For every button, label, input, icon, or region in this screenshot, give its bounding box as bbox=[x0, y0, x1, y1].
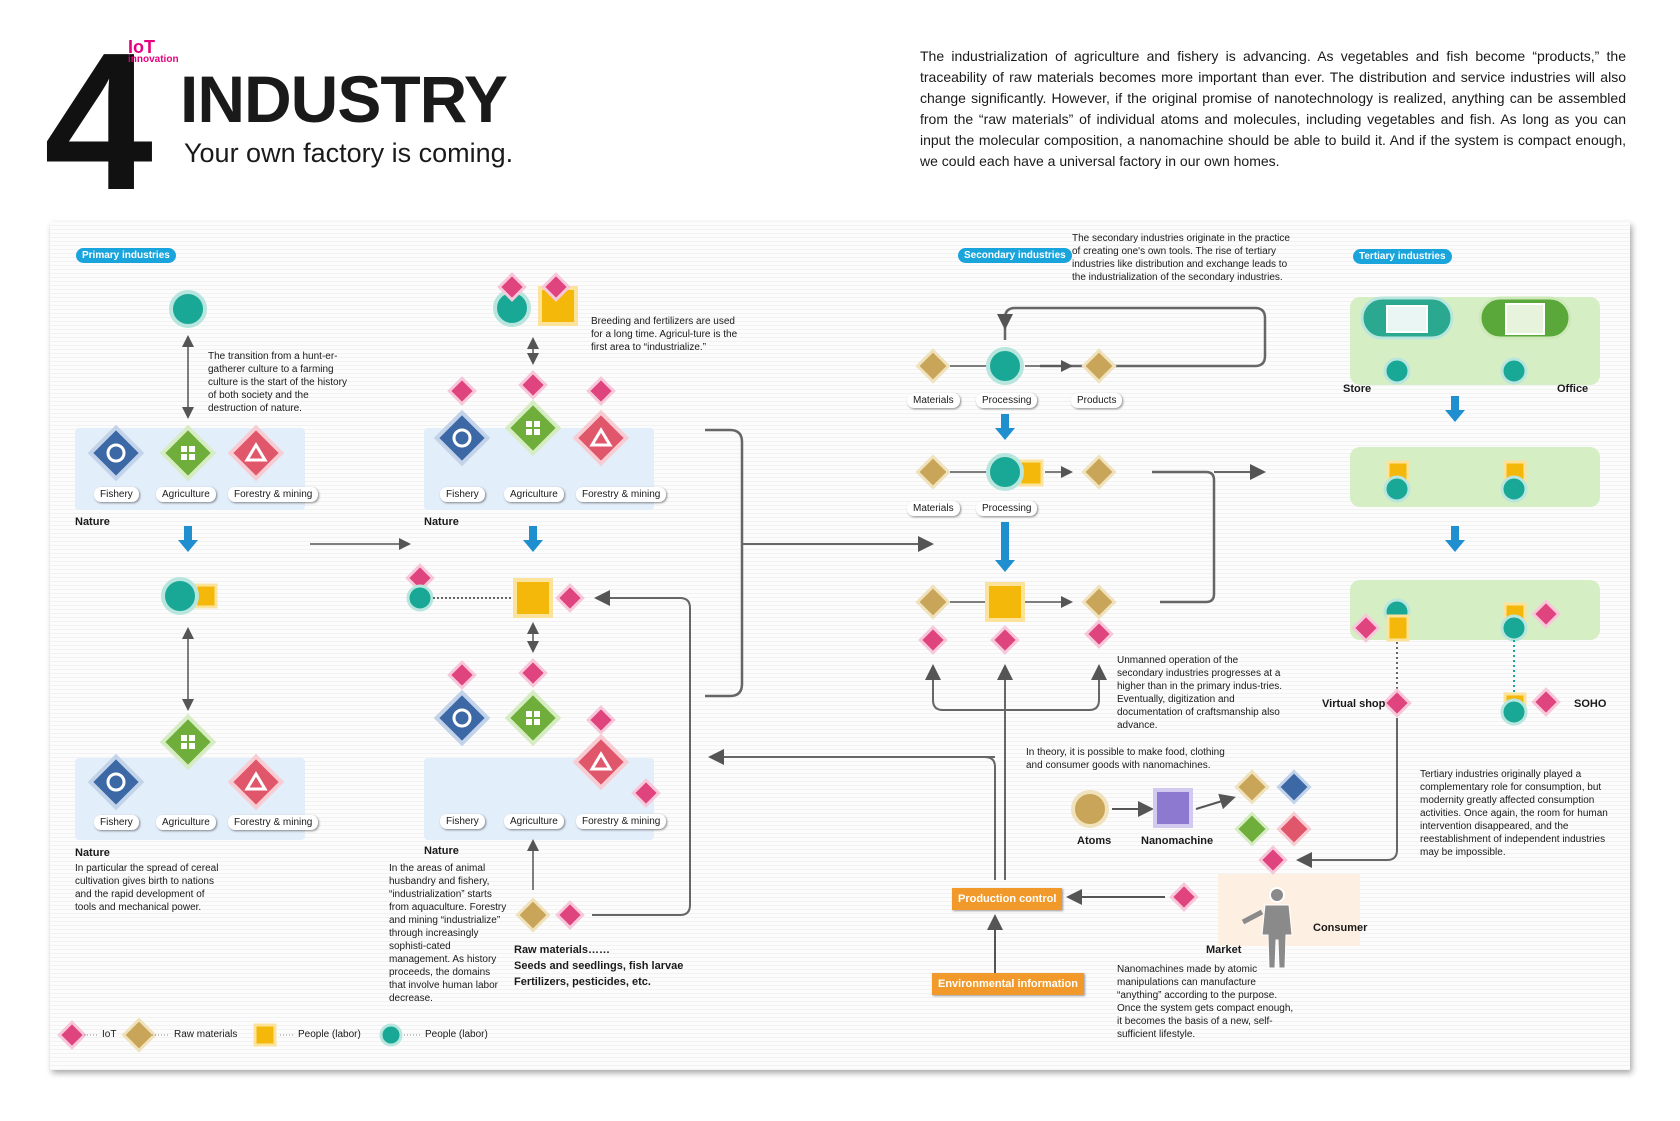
note-cereal: In particular the spread of cereal culti… bbox=[75, 863, 219, 913]
chip-agriculture-4: Agriculture bbox=[504, 814, 564, 829]
iot-badge: IoT bbox=[128, 37, 155, 57]
store-icon bbox=[1360, 296, 1454, 340]
chip-fishery-2: Fishery bbox=[94, 815, 139, 830]
chip-fishery-1: Fishery bbox=[94, 487, 139, 502]
legend-raw-materials: Raw materials bbox=[174, 1029, 238, 1040]
raw-materials-line1: Raw materials…… bbox=[514, 944, 610, 956]
secondary-industries-label: Secondary industries bbox=[958, 248, 1072, 263]
atoms-icon bbox=[1071, 790, 1109, 828]
nature-label-2: Nature bbox=[75, 847, 110, 859]
nature-label-3: Nature bbox=[424, 516, 459, 528]
note-hunter-gatherer: The transition from a hunt-er-gatherer c… bbox=[208, 351, 347, 414]
chip-forestry-2: Forestry & mining bbox=[228, 815, 319, 830]
primary-industries-label: Primary industries bbox=[76, 248, 176, 263]
innovation-badge: innovation bbox=[128, 54, 179, 65]
consumer-label: Consumer bbox=[1313, 922, 1368, 934]
primary-teal-with-tool bbox=[161, 577, 218, 615]
chapter-number: 4 bbox=[44, 12, 153, 231]
note-breeding: Breeding and fertilizers are used for a … bbox=[591, 316, 738, 353]
page-title: INDUSTRY bbox=[180, 62, 508, 136]
nanomachine-label: Nanomachine bbox=[1141, 835, 1214, 847]
office-icon bbox=[1478, 296, 1572, 340]
chip-forestry-4: Forestry & mining bbox=[576, 814, 667, 829]
note-nano-theory: In theory, it is possible to make food, … bbox=[1026, 747, 1225, 771]
nature-label-1: Nature bbox=[75, 516, 110, 528]
note-husbandry: In the areas of animal husbandry and fis… bbox=[389, 863, 507, 1004]
atoms-label: Atoms bbox=[1077, 835, 1112, 847]
chip-processing-1: Processing bbox=[976, 393, 1038, 408]
intro-paragraph: The industrialization of agriculture and… bbox=[920, 48, 1626, 169]
legend-people-labor-circle: People (labor) bbox=[425, 1029, 488, 1040]
note-secondary-origin: The secondary industries originate in th… bbox=[1072, 233, 1290, 283]
raw-materials-line2: Seeds and seedlings, fish larvae bbox=[514, 960, 684, 972]
soho-label: SOHO bbox=[1574, 698, 1607, 710]
primary-teal-person bbox=[169, 290, 207, 328]
nanomachine-icon bbox=[1153, 788, 1193, 828]
note-nano-made: Nanomachines made by atomic manipulation… bbox=[1117, 964, 1294, 1040]
tertiary-industries-label: Tertiary industries bbox=[1353, 249, 1452, 264]
chip-fishery-4: Fishery bbox=[440, 814, 485, 829]
chip-materials-2: Materials bbox=[907, 501, 960, 516]
chip-fishery-3: Fishery bbox=[440, 487, 485, 502]
breeding-icon bbox=[493, 272, 578, 327]
chip-agriculture-2: Agriculture bbox=[156, 815, 216, 830]
note-tertiary: Tertiary industries originally played a … bbox=[1420, 769, 1608, 858]
environmental-information-box: Environmental information bbox=[932, 973, 1084, 995]
store-label: Store bbox=[1343, 383, 1372, 395]
market-label: Market bbox=[1206, 944, 1242, 956]
note-unmanned: Unmanned operation of the secondary indu… bbox=[1117, 655, 1283, 731]
chip-products: Products bbox=[1071, 393, 1123, 408]
page-subtitle: Your own factory is coming. bbox=[184, 138, 514, 168]
office-label: Office bbox=[1557, 383, 1589, 395]
legend-people-labor-square: People (labor) bbox=[298, 1029, 361, 1040]
product-diamonds bbox=[1234, 769, 1312, 847]
chip-agriculture-3: Agriculture bbox=[504, 487, 564, 502]
legend-iot: IoT bbox=[102, 1029, 117, 1040]
virtual-shop-label: Virtual shop bbox=[1322, 698, 1386, 710]
chip-processing-2: Processing bbox=[976, 501, 1038, 516]
chip-materials-1: Materials bbox=[907, 393, 960, 408]
raw-materials-line3: Fertilizers, pesticides, etc. bbox=[514, 976, 651, 988]
production-control-box: Production control bbox=[952, 888, 1063, 910]
consumer-figure bbox=[1241, 887, 1293, 969]
chip-forestry-3: Forestry & mining bbox=[576, 487, 667, 502]
nature-label-4: Nature bbox=[424, 845, 459, 857]
chip-forestry-1: Forestry & mining bbox=[228, 487, 319, 502]
chip-agriculture-1: Agriculture bbox=[156, 487, 216, 502]
